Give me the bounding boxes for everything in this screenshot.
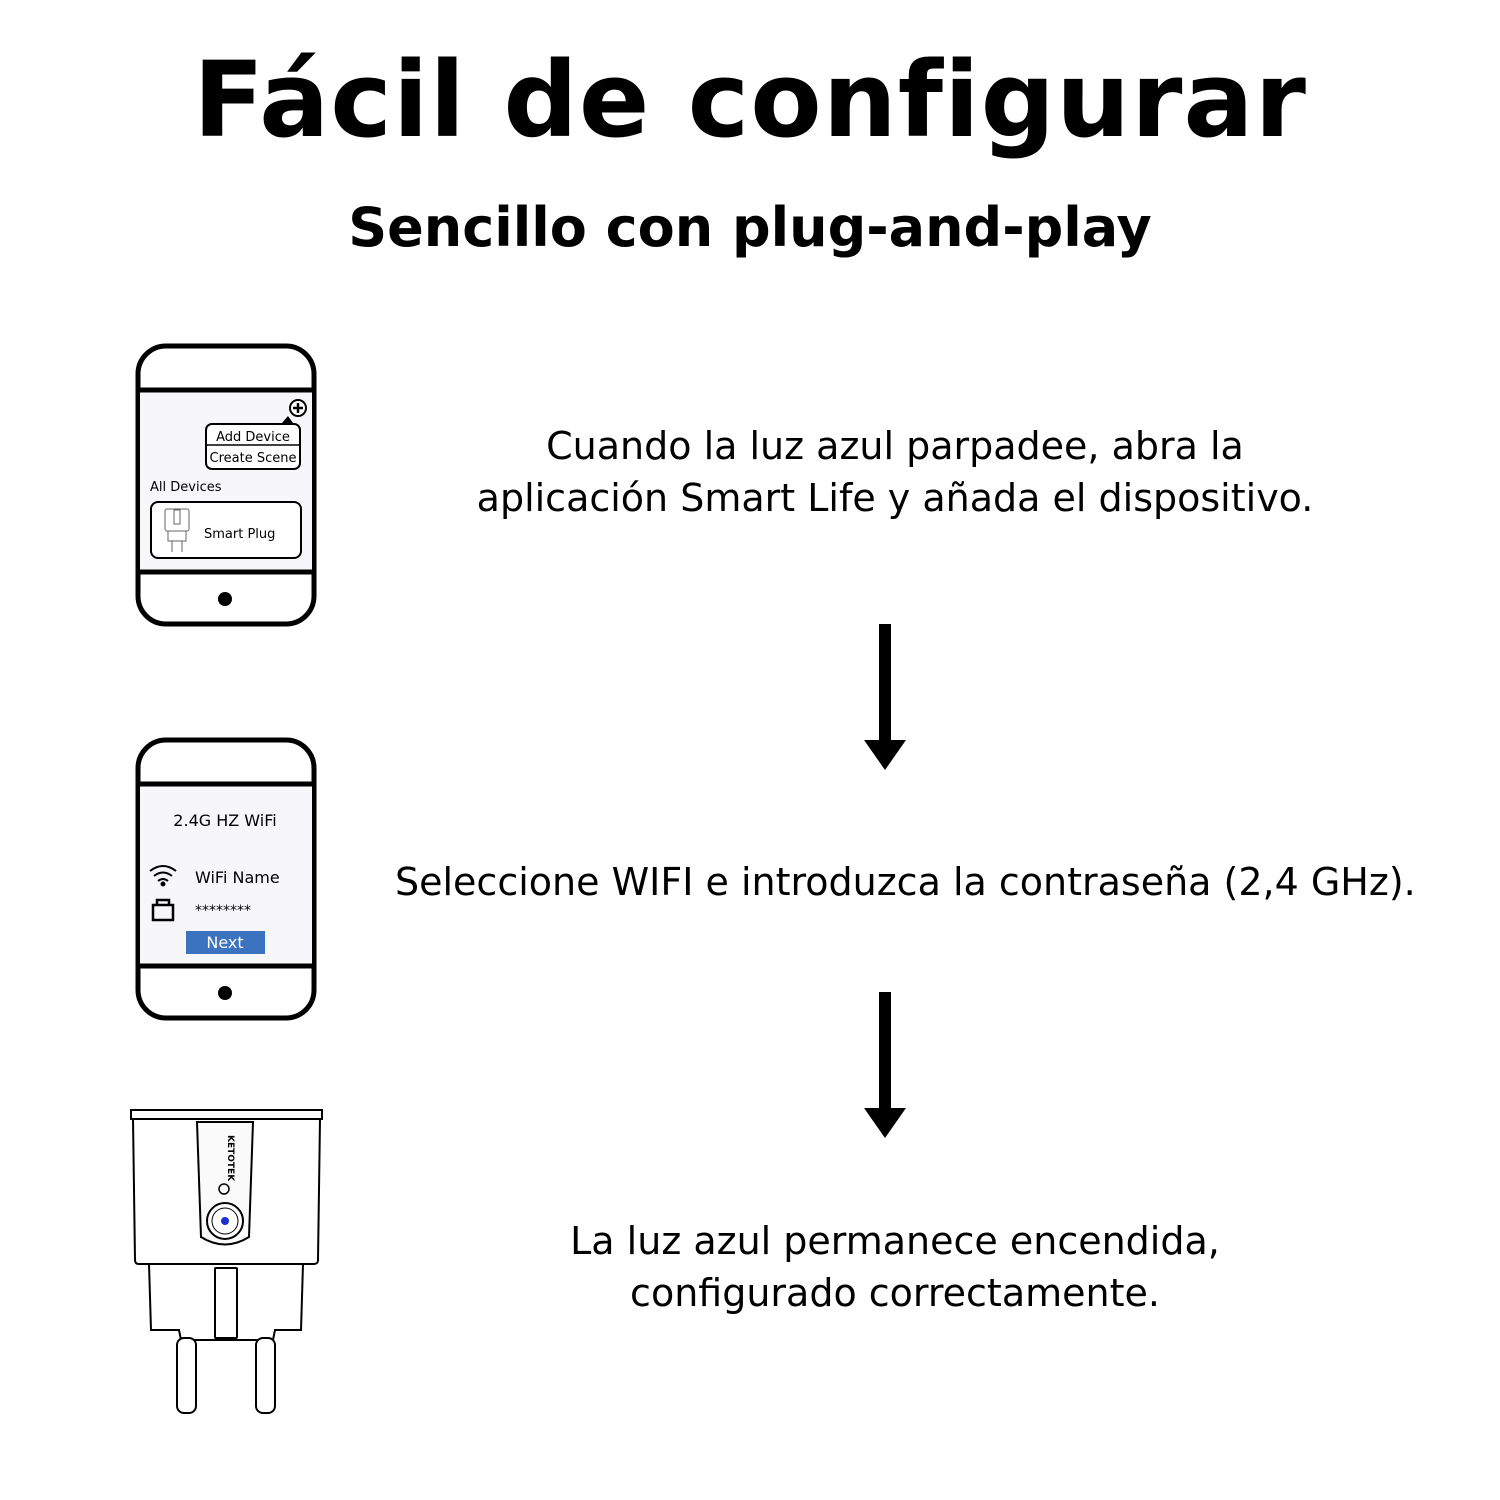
wifi-screen-title: 2.4G HZ WiFi <box>173 811 276 830</box>
all-devices-label: All Devices <box>150 480 222 495</box>
smart-plug-illustration: KETOTEK <box>130 1109 323 1414</box>
phone-add-device-illustration: Add Device Create Scene All Devices Smar… <box>135 343 317 627</box>
step-3-line-2: configurado correctamente. <box>630 1271 1160 1315</box>
step-1-line-2: aplicación Smart Life y añada el disposi… <box>476 476 1314 520</box>
menu-item-create-scene: Create Scene <box>210 451 297 466</box>
plug-pin-left <box>176 1337 197 1414</box>
menu-item-add-device: Add Device <box>216 430 290 445</box>
lock-icon <box>151 898 175 922</box>
plus-circle-icon <box>282 399 307 423</box>
page-title: Fácil de configurar <box>193 39 1307 161</box>
step-2-instruction: Seleccione WIFI e introduzca la contrase… <box>395 856 1416 908</box>
wifi-name-field: WiFi Name <box>195 868 280 887</box>
step-1-line-1: Cuando la luz azul parpadee, abra la <box>546 424 1244 468</box>
next-button <box>186 931 265 954</box>
page-subtitle: Sencillo con plug-and-play <box>348 196 1152 259</box>
smart-plug-thumbnail-icon <box>164 508 190 552</box>
next-button-label: Next <box>206 933 243 952</box>
svg-text:KETOTEK: KETOTEK <box>225 1135 235 1182</box>
wifi-icon <box>149 865 177 887</box>
home-button <box>218 986 232 1000</box>
ketotek-logo-icon: KETOTEK <box>218 1135 235 1195</box>
arrow-down-icon <box>864 624 906 770</box>
arrow-down-icon <box>864 992 906 1138</box>
step-3-line-1: La luz azul permanece encendida, <box>570 1219 1220 1263</box>
device-name: Smart Plug <box>204 527 275 542</box>
blue-indicator-light-icon <box>221 1217 229 1225</box>
phone-wifi-setup-illustration: 2.4G HZ WiFi WiFi Name ******** Next <box>135 737 317 1021</box>
step-2-line-1: Seleccione WIFI e introduzca la contrase… <box>395 860 1416 904</box>
home-button <box>218 592 232 606</box>
step-3-instruction: La luz azul permanece encendida, configu… <box>540 1215 1250 1319</box>
step-1-instruction: Cuando la luz azul parpadee, abra la apl… <box>440 420 1350 524</box>
password-field: ******** <box>195 903 251 919</box>
plug-pin-right <box>255 1337 276 1414</box>
add-menu-popup <box>205 423 301 470</box>
